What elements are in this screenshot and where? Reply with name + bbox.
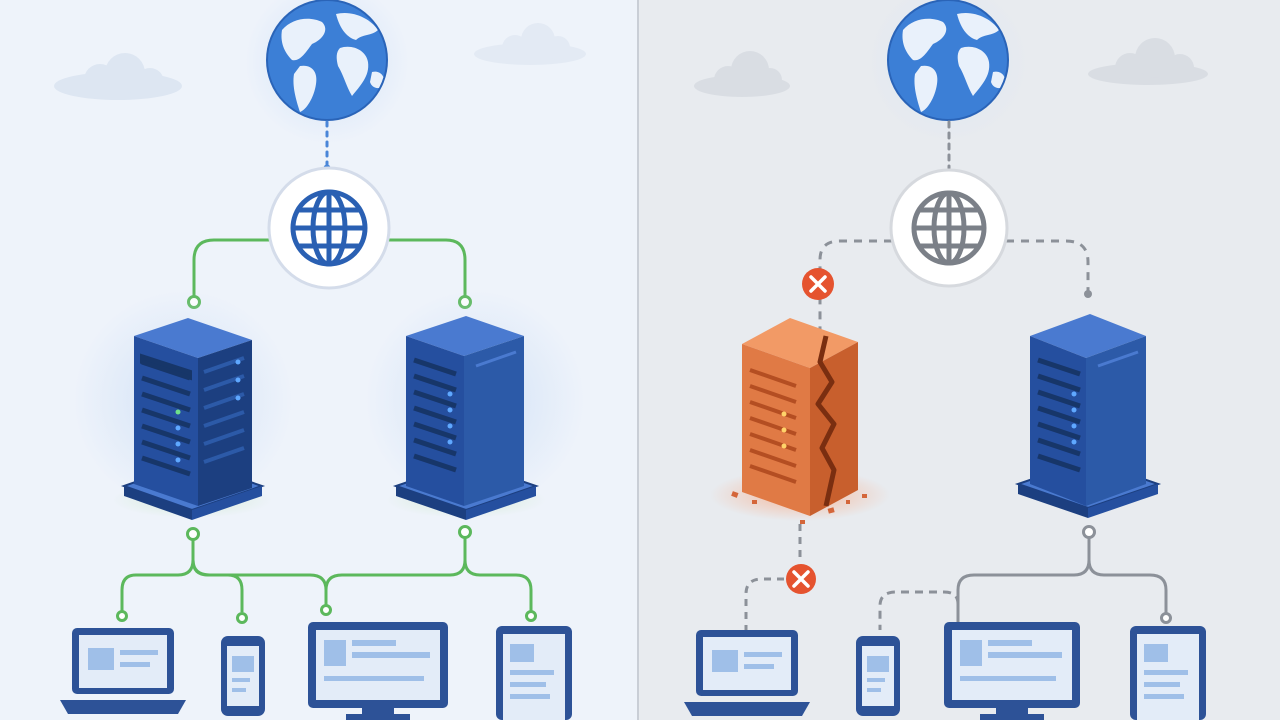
hub-to-server-link bbox=[192, 238, 272, 296]
tablet-icon bbox=[1130, 626, 1206, 720]
network-hub-icon bbox=[290, 189, 368, 267]
error-x-icon bbox=[802, 268, 834, 300]
failure-scenario bbox=[684, 0, 1206, 720]
hub-to-server-link bbox=[384, 238, 467, 296]
healthy-scenario bbox=[60, 0, 585, 720]
server-rack-icon bbox=[1014, 314, 1162, 518]
laptop-icon bbox=[684, 630, 810, 716]
cloud-icon bbox=[54, 53, 182, 100]
server-rack-icon bbox=[392, 316, 540, 520]
desktop-monitor-icon bbox=[944, 622, 1080, 720]
server-rack-icon-failed bbox=[731, 318, 867, 524]
cloud-icon bbox=[474, 23, 586, 65]
laptop-icon bbox=[60, 628, 186, 714]
cloud-icon bbox=[1088, 38, 1208, 85]
server-rack-icon bbox=[120, 318, 266, 520]
cloud-icon bbox=[694, 51, 790, 97]
server-to-client-links bbox=[120, 534, 533, 612]
globe-icon bbox=[887, 0, 1009, 121]
hub-to-server-link bbox=[1006, 239, 1090, 298]
server-to-client-links bbox=[878, 536, 1168, 630]
desktop-monitor-icon bbox=[308, 622, 448, 720]
error-x-icon bbox=[786, 564, 816, 594]
tablet-icon bbox=[496, 626, 572, 720]
phone-icon bbox=[221, 636, 265, 716]
hub-to-server-link bbox=[818, 239, 892, 336]
phone-icon bbox=[856, 636, 900, 716]
globe-icon bbox=[266, 0, 388, 121]
network-hub bbox=[889, 168, 1009, 288]
network-hub bbox=[267, 166, 391, 290]
network-hub-icon bbox=[911, 190, 987, 266]
crack bbox=[815, 335, 837, 507]
